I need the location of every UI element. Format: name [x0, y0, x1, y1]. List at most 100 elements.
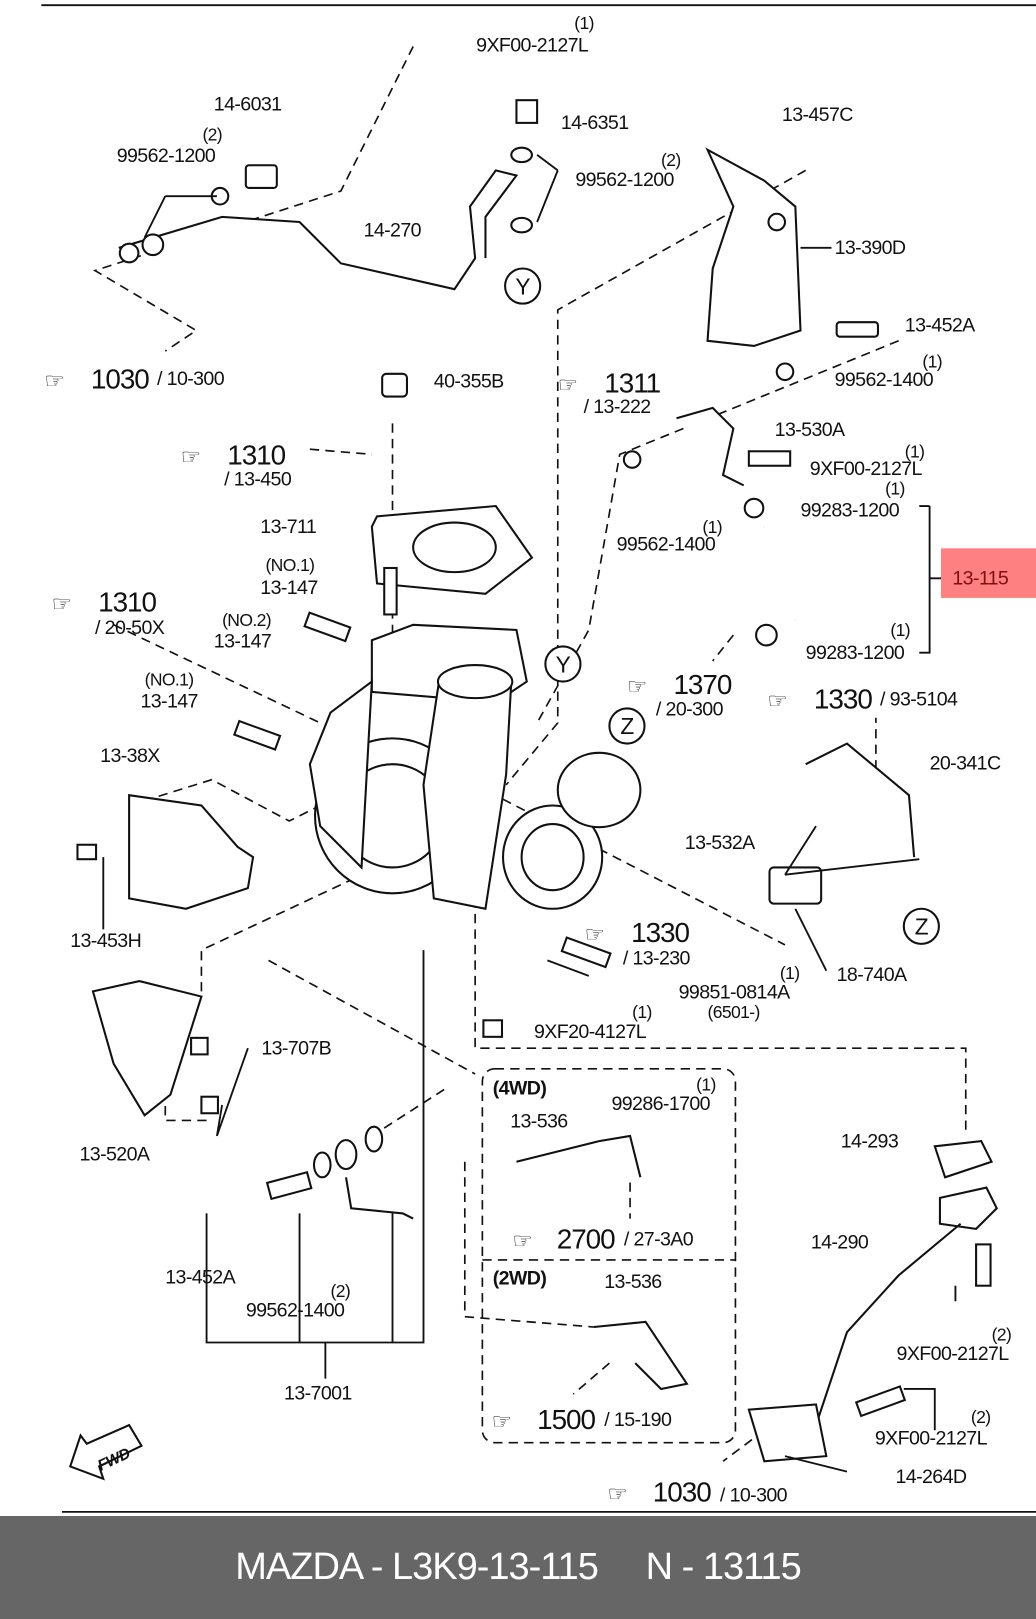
- part-label[interactable]: 13-457C: [782, 104, 854, 126]
- part-label[interactable]: 9XF20-4127L: [534, 1021, 647, 1043]
- hand-pointer-icon: ☞: [181, 445, 201, 471]
- part-label[interactable]: 99562-1400: [246, 1300, 346, 1322]
- part-label[interactable]: 14-6031: [214, 94, 282, 116]
- connector-z-1: Z: [608, 707, 646, 745]
- ref-2700[interactable]: ☞ 2700 / 27-3A0: [512, 1224, 694, 1255]
- part-label[interactable]: 9XF00-2127L: [810, 458, 923, 480]
- qty-label: (1): [574, 13, 594, 33]
- svg-text:Z: Z: [915, 914, 929, 940]
- part-label[interactable]: 13-536: [510, 1111, 569, 1133]
- reference-labels: ☞1030/ 10-300 ☞1311/ 13-222 ☞1310/ 13-45…: [44, 363, 958, 1507]
- qty-label: (1): [696, 1075, 716, 1095]
- connector-y-1: Y: [504, 267, 542, 305]
- ref-1370[interactable]: ☞1370/ 20-300: [627, 669, 733, 721]
- part-label[interactable]: 13-452A: [165, 1267, 237, 1289]
- ref-1311[interactable]: ☞1311/ 13-222: [558, 367, 662, 418]
- part-label[interactable]: 14-293: [841, 1130, 900, 1152]
- connector-y-2: Y: [544, 645, 582, 683]
- qty-label: (NO.1): [145, 670, 194, 690]
- svg-text:/ 13-450: / 13-450: [224, 468, 292, 490]
- svg-text:/ 13-222: / 13-222: [584, 396, 651, 418]
- fwd-arrow-icon: FWD: [68, 1423, 143, 1481]
- part-label[interactable]: 14-270: [364, 219, 423, 241]
- part-label[interactable]: 40-355B: [434, 370, 505, 392]
- footer-bar: MAZDA - L3K9-13-115 N - 13115: [0, 1516, 1036, 1619]
- qty-label: (1): [632, 1002, 652, 1022]
- svg-text:/ 10-300: / 10-300: [157, 368, 225, 390]
- callout-leaders: [102, 154, 957, 1473]
- svg-text:1330: 1330: [631, 917, 689, 948]
- svg-text:1030: 1030: [653, 1477, 711, 1508]
- part-label[interactable]: 99562-1200: [117, 145, 217, 167]
- dashed-leaders: [93, 46, 967, 1462]
- hand-pointer-icon: ☞: [492, 1409, 512, 1435]
- qty-label: (2): [992, 1324, 1012, 1344]
- ref-1330-b[interactable]: ☞1330/ 13-230: [585, 917, 692, 970]
- svg-text:2700: 2700: [557, 1224, 615, 1255]
- hand-pointer-icon: ☞: [44, 368, 64, 394]
- part-label[interactable]: 18-740A: [837, 964, 909, 986]
- ref-1310-b[interactable]: ☞1310/ 20-50X: [52, 586, 166, 639]
- qty-label: (1): [702, 517, 722, 537]
- part-label[interactable]: 99286-1700: [611, 1093, 711, 1115]
- part-label[interactable]: 13-707B: [261, 1037, 332, 1059]
- part-label[interactable]: 99562-1200: [575, 169, 675, 191]
- part-label[interactable]: 9XF00-2127L: [476, 35, 589, 57]
- footer-code: N - 13115: [645, 1546, 802, 1588]
- hand-pointer-icon: ☞: [607, 1482, 627, 1508]
- part-label[interactable]: 13-520A: [80, 1144, 152, 1166]
- ref-1030-a[interactable]: ☞ 1030 / 10-300: [44, 363, 225, 394]
- part-label[interactable]: 9XF00-2127L: [897, 1343, 1010, 1365]
- qty-label: (1): [780, 963, 800, 983]
- ref-1500[interactable]: ☞ 1500 / 15-190: [492, 1404, 673, 1435]
- part-label[interactable]: 99283-1200: [806, 642, 906, 664]
- part-label[interactable]: 20-341C: [930, 752, 1002, 774]
- variant-group-box: [481, 1068, 737, 1444]
- part-label[interactable]: 13-452A: [905, 314, 977, 336]
- part-label[interactable]: 99851-0814A: [679, 982, 792, 1004]
- part-label[interactable]: 13-532A: [685, 832, 757, 854]
- ref-1330-a[interactable]: ☞1330/ 93-5104: [767, 683, 958, 714]
- svg-text:1030: 1030: [91, 363, 149, 394]
- serial-note: (6501-): [708, 1002, 760, 1022]
- part-label[interactable]: 13-147: [140, 690, 198, 712]
- part-label[interactable]: 13-7001: [284, 1382, 352, 1404]
- part-label[interactable]: 14-6351: [561, 112, 629, 134]
- qty-label: (NO.2): [222, 610, 271, 630]
- connector-z-2: Z: [902, 907, 940, 945]
- qty-label: (2): [202, 124, 222, 144]
- part-label[interactable]: 14-264D: [896, 1466, 968, 1488]
- part-label[interactable]: 13-536: [604, 1271, 663, 1293]
- qty-label: (1): [905, 441, 925, 461]
- svg-text:/ 15-190: / 15-190: [604, 1409, 672, 1431]
- svg-text:1311: 1311: [604, 367, 660, 398]
- part-label[interactable]: 13-38X: [100, 745, 161, 767]
- svg-text:/ 93-5104: / 93-5104: [880, 688, 958, 710]
- svg-text:1370: 1370: [673, 669, 731, 700]
- svg-text:Z: Z: [620, 713, 634, 739]
- highlighted-part-label[interactable]: 13-115: [952, 568, 1009, 590]
- part-label[interactable]: 13-147: [214, 631, 272, 653]
- part-label[interactable]: 13-530A: [775, 419, 847, 441]
- svg-text:/ 20-300: / 20-300: [656, 699, 724, 721]
- hand-pointer-icon: ☞: [512, 1229, 532, 1255]
- part-label[interactable]: 99562-1400: [617, 533, 717, 555]
- part-label[interactable]: 13-147: [260, 577, 318, 599]
- part-label[interactable]: 13-711: [260, 516, 317, 538]
- qty-label: (2): [971, 1407, 991, 1427]
- part-label[interactable]: 13-390D: [835, 237, 907, 259]
- ref-1310-a[interactable]: ☞ 1310/ 13-450: [181, 440, 293, 491]
- part-label[interactable]: 99283-1200: [800, 499, 900, 521]
- part-label[interactable]: 13-453H: [70, 930, 142, 952]
- qty-label: (2): [661, 150, 681, 170]
- ref-1030-b[interactable]: ☞1030/ 10-300: [607, 1477, 788, 1508]
- svg-text:1310: 1310: [227, 440, 285, 471]
- part-label[interactable]: 9XF00-2127L: [875, 1428, 988, 1450]
- part-label[interactable]: 99562-1400: [835, 369, 935, 391]
- part-label[interactable]: 14-290: [811, 1232, 870, 1254]
- callout-labels: (1) 9XF00-2127L 14-6031 (2) 99562-1200 1…: [70, 13, 1012, 1488]
- svg-text:Y: Y: [515, 273, 530, 299]
- svg-text:1500: 1500: [537, 1404, 595, 1435]
- svg-text:/ 27-3A0: / 27-3A0: [624, 1228, 694, 1250]
- highlight-box: [940, 548, 1036, 598]
